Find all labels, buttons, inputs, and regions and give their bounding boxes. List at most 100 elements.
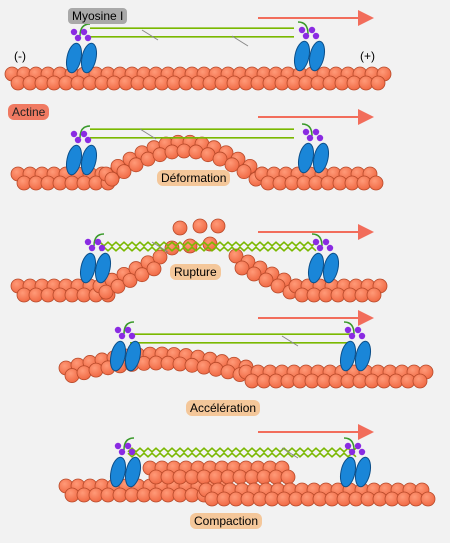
light-chain: [312, 32, 320, 40]
actin-monomer: [146, 261, 162, 277]
actin-monomer: [228, 248, 244, 264]
myosin-head: [94, 252, 112, 284]
tail-junction: [151, 241, 169, 253]
tail-junction: [139, 128, 157, 140]
light-chain: [348, 448, 356, 456]
actin-monomer: [224, 157, 240, 173]
actin-monomer: [172, 220, 188, 236]
myosin-head: [65, 144, 83, 176]
light-chain: [358, 448, 366, 456]
myosin-tail: [99, 241, 317, 247]
myosin-head: [109, 340, 127, 372]
stage-label-compaction: Compaction: [190, 513, 263, 529]
light-chain: [358, 332, 366, 340]
light-chain: [98, 244, 106, 252]
myosin-neck: [343, 321, 355, 335]
actin-monomer: [188, 144, 204, 160]
actin-monomer: [104, 171, 120, 187]
light-chain: [74, 34, 82, 42]
myosin-neck: [297, 21, 309, 35]
myosin-neck: [93, 233, 105, 247]
myosin-head: [307, 252, 325, 284]
tail-junction: [231, 35, 249, 47]
tail-junction: [281, 335, 299, 347]
actin-monomer: [208, 361, 224, 377]
myosin-tail: [127, 452, 357, 458]
actin-monomer: [212, 151, 228, 167]
myosin-head: [80, 144, 98, 176]
actin-monomer: [98, 284, 114, 300]
light-chain: [308, 26, 316, 34]
actin-monomer: [116, 164, 132, 180]
light-chain: [88, 244, 96, 252]
light-chain: [114, 326, 122, 334]
light-chain: [70, 28, 78, 36]
actin-monomer: [270, 278, 286, 294]
light-chain: [124, 326, 132, 334]
light-chain: [348, 332, 356, 340]
light-chain: [80, 28, 88, 36]
myosin-head: [65, 42, 83, 74]
light-chain: [84, 34, 92, 42]
actin-monomer: [210, 218, 226, 234]
light-chain: [344, 442, 352, 450]
actin-monomer: [64, 368, 80, 383]
light-chain: [312, 238, 320, 246]
actin-monomer: [152, 249, 168, 265]
myosin-head: [354, 456, 372, 488]
myosin-tail: [99, 246, 317, 252]
myosin-head: [293, 40, 311, 72]
light-chain: [354, 442, 362, 450]
actin-monomer: [88, 362, 104, 378]
stage-label-deformation: Déformation: [157, 170, 231, 186]
myosin-head: [297, 142, 315, 174]
actin-monomer: [128, 157, 144, 173]
light-chain: [326, 244, 334, 252]
actin-monomer: [366, 287, 382, 303]
light-chain: [70, 130, 78, 138]
actin-monomer: [76, 365, 92, 381]
light-chain: [316, 244, 324, 252]
actin-monomer: [368, 175, 384, 191]
actin-monomer: [412, 373, 428, 389]
light-chain: [124, 442, 132, 450]
light-chain: [312, 128, 320, 136]
light-chain: [74, 136, 82, 144]
myosin-head: [80, 42, 98, 74]
light-chain: [114, 442, 122, 450]
actin-label: Actine: [8, 104, 50, 120]
tail-junction: [141, 29, 159, 41]
myosin-tail: [127, 447, 357, 453]
myosin-head: [322, 252, 340, 284]
myosin-neck: [301, 123, 313, 137]
actin-monomer: [152, 147, 168, 163]
light-chain: [128, 448, 136, 456]
myosin-head: [124, 340, 142, 372]
myosin-neck: [79, 125, 91, 139]
myosin-head: [109, 456, 127, 488]
myosin-head: [308, 40, 326, 72]
actin-monomer: [280, 469, 296, 485]
actin-monomer: [234, 260, 250, 276]
light-chain: [118, 448, 126, 456]
plus-end-label: (+): [360, 49, 375, 63]
myosin-head: [354, 340, 372, 372]
myosin-neck: [79, 23, 91, 37]
actin-monomer: [192, 218, 208, 234]
myosin-neck: [123, 437, 135, 451]
tail-junction: [281, 447, 299, 459]
light-chain: [298, 26, 306, 34]
stage-label-acceleration: Accélération: [186, 400, 261, 416]
light-chain: [302, 128, 310, 136]
light-chain: [354, 326, 362, 334]
myosin-neck: [343, 437, 355, 451]
myosin-head: [312, 142, 330, 174]
myosin-head: [339, 340, 357, 372]
actin-monomer: [182, 238, 198, 254]
light-chain: [316, 134, 324, 142]
light-chain: [128, 332, 136, 340]
actin-monomer: [110, 278, 126, 294]
actin-monomer: [370, 75, 386, 91]
